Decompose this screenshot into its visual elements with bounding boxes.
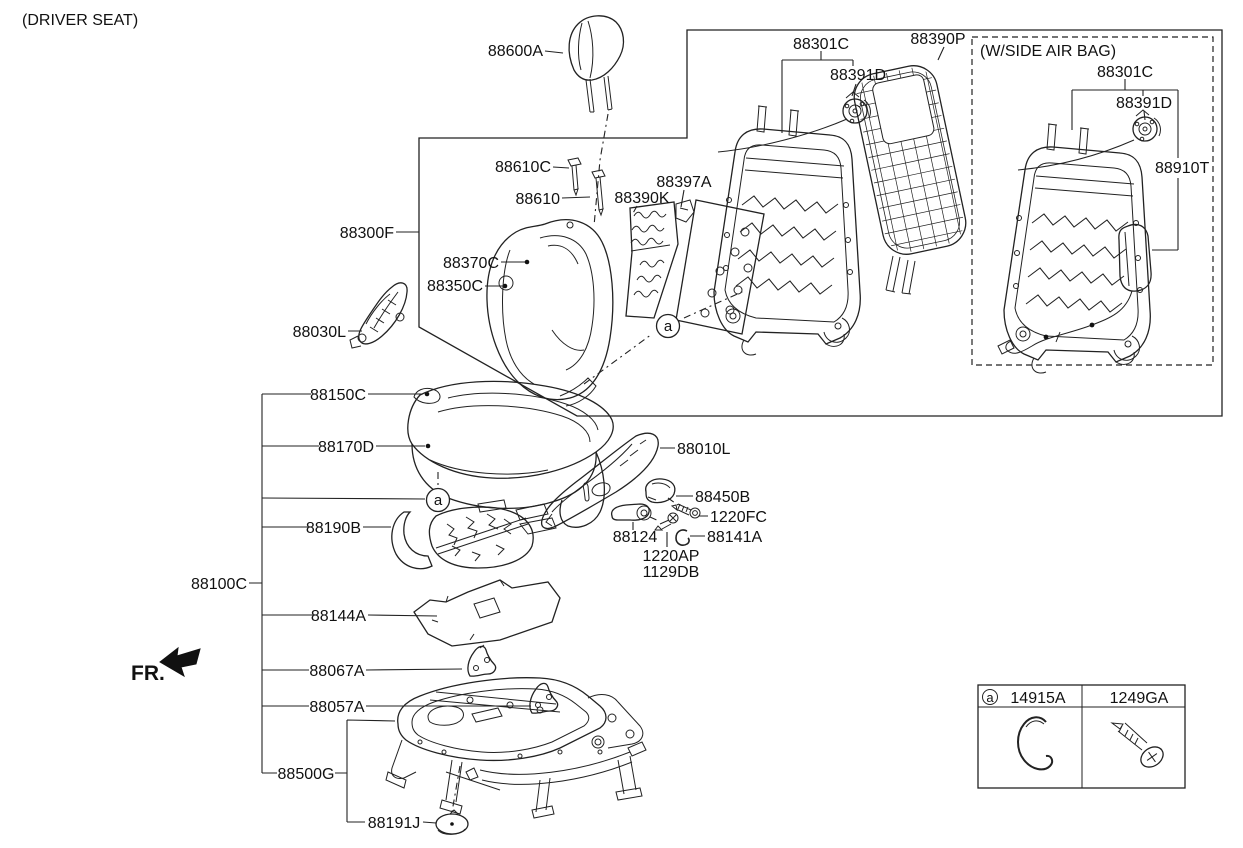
part-label-bracket-inner: 88067A [309,663,364,680]
part-label-side-shield: 88010L [677,441,730,458]
part-label-headrest-guide: 88610 [516,191,561,208]
part-label-seatback-cover: 88350C [427,278,483,295]
page-title: (DRIVER SEAT) [22,12,138,29]
track-cap-drawing [435,809,469,835]
part-label-washer: 88141A [707,529,762,546]
airbag-section-title: (W/SIDE AIR BAG) [980,43,1116,60]
part-label-cushion-pad: 88144A [311,608,366,625]
part-label-tilt-knob: 88450B [695,489,750,506]
part-label-track-assy: 88500G [278,766,335,783]
part-labels: (DRIVER SEAT) 88600A 88610C 88610 88300F… [22,12,1209,832]
airbag-frame-drawing [1003,109,1162,374]
fr-label: FR. [131,662,165,685]
cushion-suspension-drawing [391,499,557,570]
seatback-panel-drawing [853,63,968,295]
screw-drawing [1110,722,1164,768]
part-label-bracket-outer: 88057A [309,699,364,716]
group-boxes [418,29,1223,417]
legend-table [977,684,1186,789]
ref-marker-circle-back [655,313,681,339]
fr-direction-arrow [159,646,201,678]
part-label-airbag-recliner-motor: 88391D [1116,95,1172,112]
cushion-pad-drawing [413,579,561,647]
part-label-seatback-board: 88397A [656,174,711,191]
ref-marker-back: a [664,318,673,335]
part-label-seatback-pad: 88370C [443,255,499,272]
part-label-cushion-cover: 88170D [318,439,374,456]
bracket-outer-drawing [529,682,559,714]
part-label-track-cap: 88191J [368,815,421,832]
part-label-recliner-motor: 88391D [830,67,886,84]
part-label-cushion-assy: 88100C [191,576,247,593]
part-label-seatback-panel: 88390P [910,31,965,48]
headrest-drawing [568,15,625,113]
side-shield-drawing [540,432,659,530]
bolt-ap-drawing [654,512,679,531]
side-airbag-module-drawing [997,223,1152,355]
tilt-knob-drawing [645,478,676,504]
part-label-height-lever: 88124 [613,529,658,546]
height-lever-drawing [610,503,652,521]
bolt-fc-drawing [670,503,701,519]
part-label-cushion-suspension: 88190B [306,520,361,537]
part-label-bolt-fc: 1220FC [710,509,767,526]
seatback-side-cover-drawing [349,282,408,349]
washer-drawing [675,529,690,546]
side-airbag-box [971,36,1214,366]
hog-ring-drawing [1017,716,1054,771]
legend-ref-circle [982,689,998,705]
legend-label-screw: 1249GA [1110,690,1169,707]
bracket-inner-drawing [467,644,497,677]
part-label-airbag-frame: 88301C [1097,64,1153,81]
ref-markers [425,313,681,513]
reference-lines [249,46,1179,824]
part-label-headrest: 88600A [488,43,543,60]
ref-marker-circle-cushion [425,487,451,513]
seatback-board-drawing [675,199,765,335]
part-label-bolt-ap: 1220AP [643,548,700,565]
part-label-seatback-assy: 88300F [340,225,394,242]
seatback-heater-drawing [625,201,679,319]
track-assembly-drawing [385,677,647,819]
ref-marker-cushion: a [434,492,443,509]
part-label-bolt-db: 1129DB [643,564,700,581]
part-label-seatback-side-cover: 88030L [293,324,346,341]
part-label-seatback-frame: 88301C [793,36,849,53]
part-label-headrest-guide-lock: 88610C [495,159,551,176]
part-label-seatback-heater: 88390K [614,190,669,207]
seatback-frame-drawing [713,91,872,356]
seatback-group-box [418,29,1223,417]
headrest-guide-drawing [567,157,606,217]
legend-label-hog-ring: 14915A [1010,690,1065,707]
legend-ref-letter: a [986,690,994,705]
part-label-cushion-trim: 88150C [310,387,366,404]
part-label-side-airbag: 88910T [1155,160,1209,177]
seatback-pad-drawing [486,219,614,407]
